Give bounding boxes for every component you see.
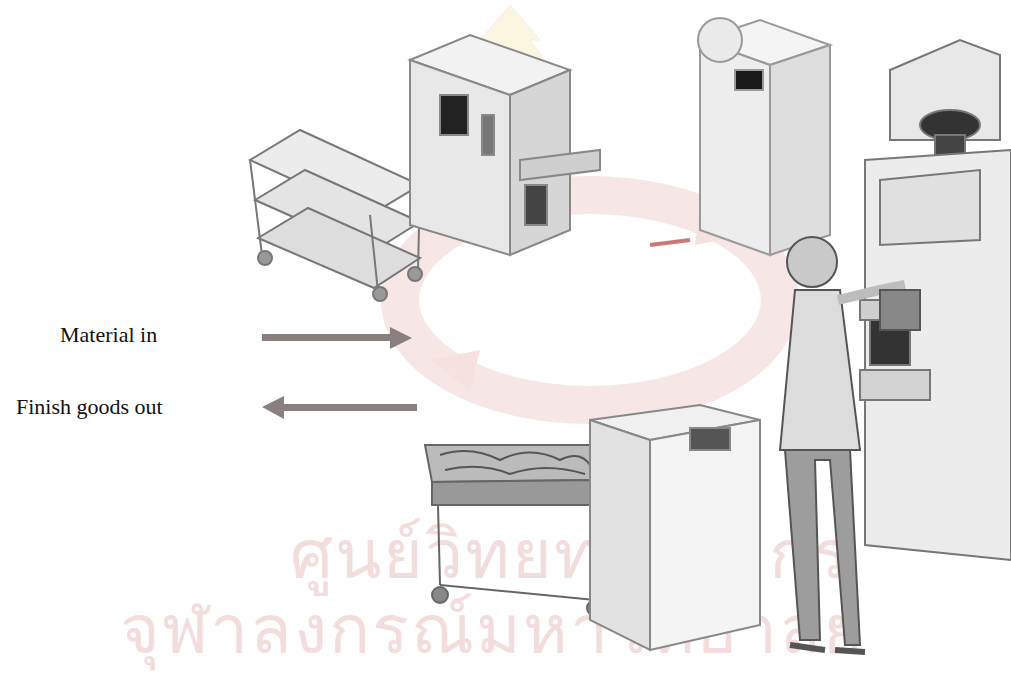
material-cart-part <box>258 251 272 265</box>
material-cart-part <box>250 160 262 255</box>
machine <box>590 405 760 650</box>
machine-part <box>410 60 510 255</box>
material-cart <box>250 130 422 301</box>
machine-part <box>520 150 600 180</box>
machine-part <box>590 420 650 650</box>
watermark: ศูนย์วิทยทรัพยากร <box>290 500 851 608</box>
flow-circle-part <box>430 350 480 390</box>
machine-part <box>650 420 760 650</box>
machine-part <box>890 40 1000 140</box>
material-in-arrow <box>262 327 412 349</box>
machine-part <box>700 40 770 255</box>
machine-part <box>698 18 742 62</box>
finished-goods-out-arrow <box>262 396 417 419</box>
machine-part <box>440 95 468 135</box>
finished-goods-out-arrow-part <box>282 404 417 411</box>
machine-part <box>880 170 980 245</box>
worker-part <box>790 645 825 650</box>
machine-part <box>525 185 547 225</box>
finished-goods-cart-part <box>425 445 600 482</box>
worker-part <box>780 290 860 450</box>
material-in-arrow-part <box>390 327 412 349</box>
material-cart-part <box>258 208 420 288</box>
worker-part <box>835 650 865 652</box>
machine <box>650 18 830 255</box>
machine-part <box>860 370 930 400</box>
worker-part <box>785 450 860 645</box>
machine-part <box>650 240 690 245</box>
machine <box>860 40 1011 560</box>
worker <box>780 237 920 652</box>
machine <box>410 35 600 255</box>
finished-goods-cart-part <box>432 587 448 603</box>
finished-goods-cart <box>425 445 603 616</box>
finished-goods-cart-part <box>440 585 595 600</box>
flow-label: Finish goods out <box>16 394 163 420</box>
finished-goods-cart-part <box>440 451 590 465</box>
material-cart-part <box>373 287 387 301</box>
machine-part <box>690 428 730 450</box>
worker-part <box>787 237 837 287</box>
finished-goods-out-arrow-part <box>262 396 284 419</box>
machine-part <box>770 45 830 255</box>
finished-goods-cart-part <box>445 467 585 474</box>
machine-part <box>735 70 763 90</box>
flow-label: Material in <box>60 322 157 348</box>
machine-part <box>482 115 494 155</box>
finished-goods-cart-part <box>432 480 600 505</box>
material-cart-part <box>370 215 378 292</box>
machine-part <box>865 150 1011 560</box>
worker-part <box>880 290 920 330</box>
material-cart-part <box>408 267 422 281</box>
finished-goods-cart-part <box>438 505 440 585</box>
material-in-arrow-part <box>262 334 392 341</box>
